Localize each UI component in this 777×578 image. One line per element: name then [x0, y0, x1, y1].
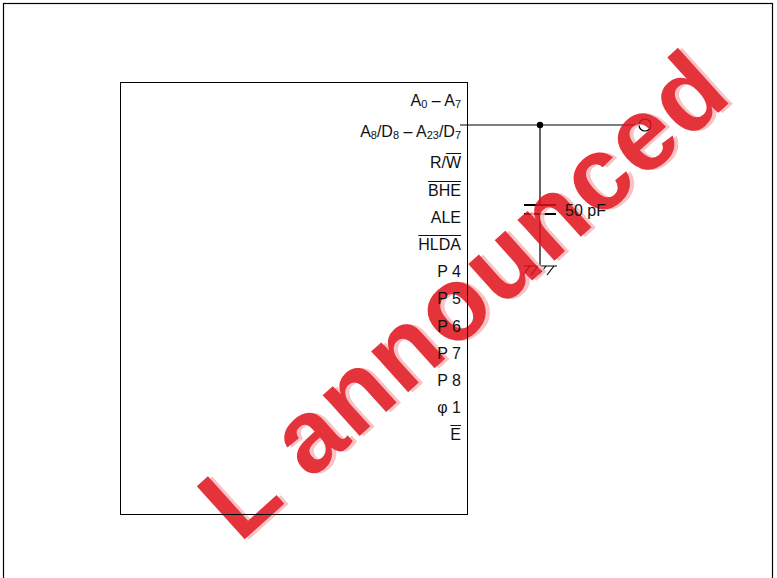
pin-name: ALE: [431, 204, 461, 231]
pin-name: BHE: [428, 177, 461, 204]
pin-name: P 4: [437, 258, 461, 285]
pin-name: P 8: [437, 367, 461, 394]
capacitance-value: 50 pF: [565, 202, 606, 220]
outer-frame: [4, 4, 773, 578]
pin-name: E: [450, 421, 461, 448]
pin-name: P 6: [437, 313, 461, 340]
pin-name: A0 – A7: [411, 87, 462, 118]
pin-list: A0 – A7A8/D8 – A23/D7R/WBHEALEHLDAP 4P 5…: [121, 83, 467, 449]
pin-name: P 5: [437, 285, 461, 312]
pin-name: A8/D8 – A23/D7: [360, 118, 461, 149]
chip-box: A0 – A7A8/D8 – A23/D7R/WBHEALEHLDAP 4P 5…: [120, 82, 468, 515]
pin-name: φ 1: [437, 394, 461, 421]
pin-name: P 7: [437, 340, 461, 367]
watermark: L announced: [176, 27, 751, 562]
pin-name: HLDA: [418, 231, 461, 258]
pin-name: R/W: [430, 149, 461, 176]
